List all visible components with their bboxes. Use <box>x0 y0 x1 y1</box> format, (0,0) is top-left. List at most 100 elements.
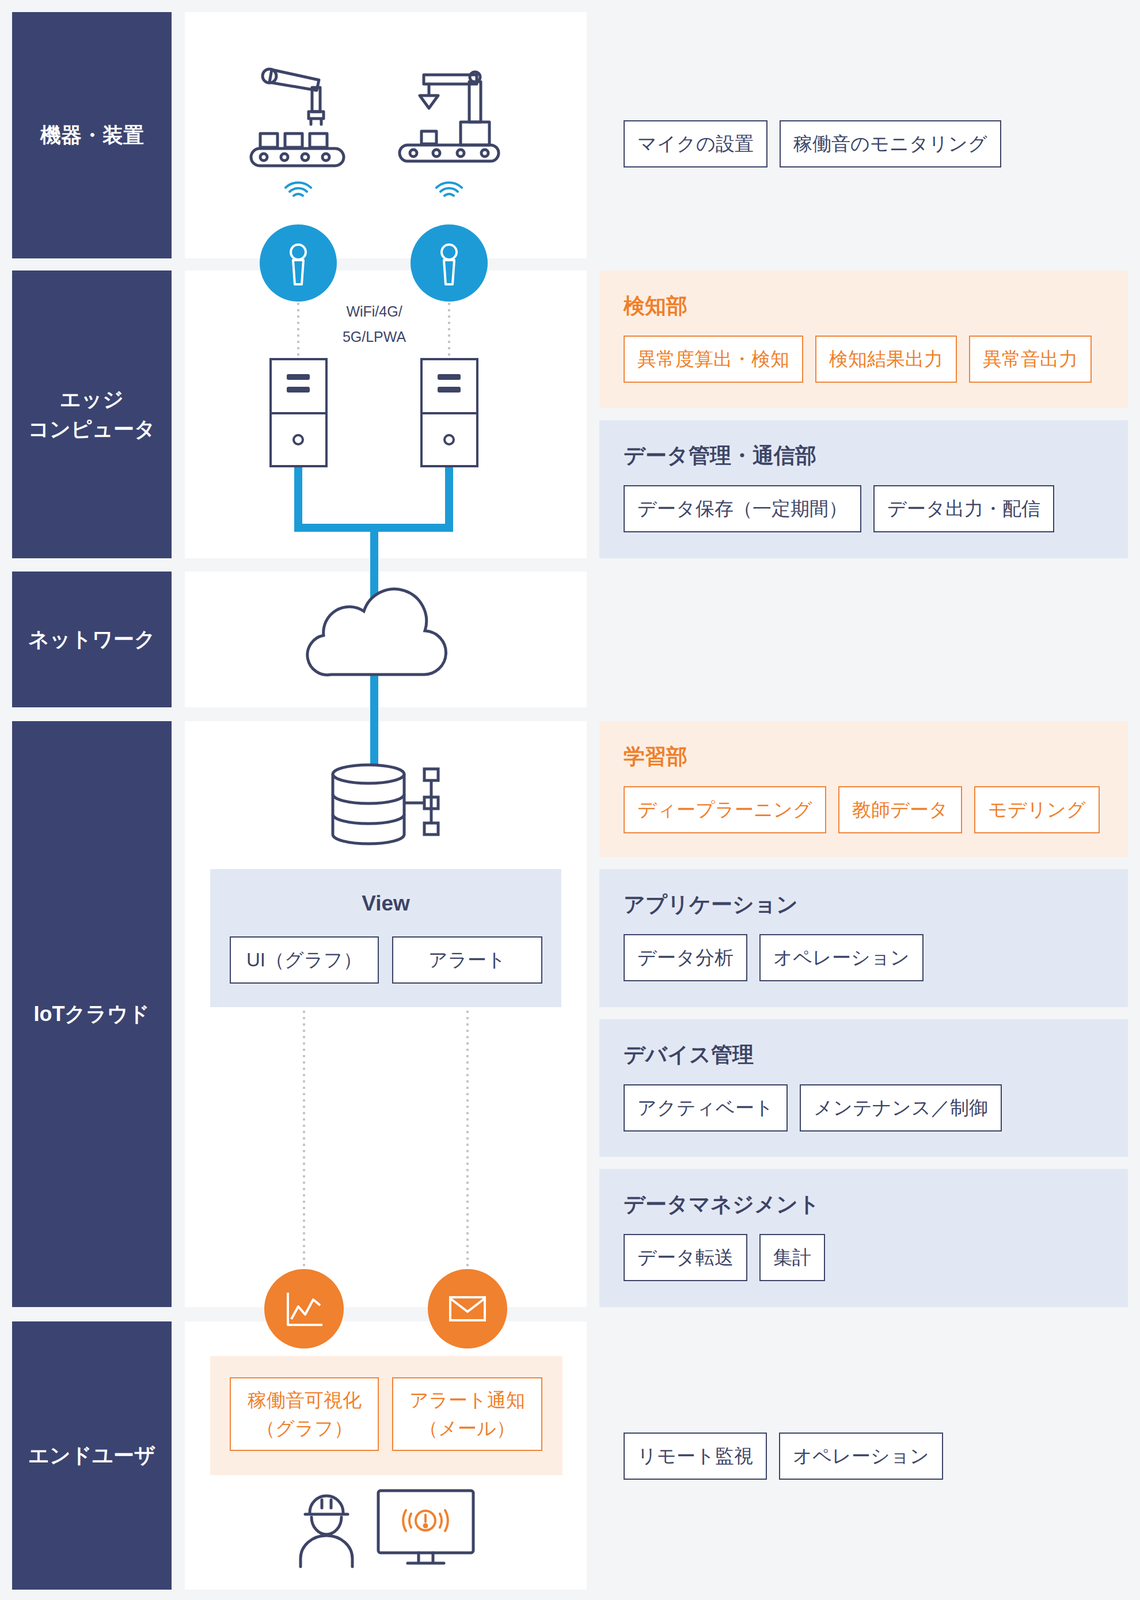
mail-circle <box>427 1269 508 1349</box>
group-heading: データマネジメント <box>623 1191 820 1219</box>
layer-panels <box>184 1321 587 1591</box>
edge-device <box>421 413 478 467</box>
layer-band: 機器・装置 <box>12 12 172 259</box>
layer-name: エッジ コンピュータ <box>25 384 159 445</box>
microphone-icon <box>410 224 488 302</box>
function-group: データマネジメントデータ転送集計 <box>599 1169 1128 1308</box>
chart-circle <box>287 1293 323 1326</box>
box-label: 稼働音可視化 （グラフ） <box>238 1386 370 1444</box>
alarm-icon <box>424 1525 428 1529</box>
box-label: データ出力・配信 <box>887 496 1041 523</box>
edge-device <box>444 435 454 445</box>
device-bars <box>286 386 310 393</box>
edge-device <box>293 435 303 445</box>
group-heading: アプリケーション <box>623 891 798 919</box>
function-box: データ保存（一定期間） <box>623 485 862 533</box>
layer-name: エンドユーザ <box>25 1441 159 1472</box>
box-label: データ分析 <box>637 945 734 972</box>
box-label: アラート通知 （メール） <box>401 1386 534 1444</box>
network-line <box>370 673 379 767</box>
robot-icon <box>312 87 321 112</box>
worker-icon <box>311 1517 342 1535</box>
function-group: アプリケーションデータ分析オペレーション <box>599 869 1128 1008</box>
function-box: ディープラーニング <box>623 786 827 834</box>
layer-band: ネットワーク <box>12 571 172 708</box>
mail-circle <box>450 1298 485 1313</box>
box-label: モデリング <box>988 797 1086 824</box>
function-box: オペレーション <box>779 1433 944 1481</box>
database-icon <box>424 797 439 809</box>
function-box: 異常音出力 <box>969 335 1092 383</box>
worker-icon <box>305 1496 348 1515</box>
alarm-icon <box>415 1511 436 1531</box>
device-bars <box>437 374 461 380</box>
box-label: 異常度算出・検知 <box>637 346 790 373</box>
box-label: 異常音出力 <box>982 346 1078 373</box>
function-box: UI（グラフ） <box>229 936 379 984</box>
robot-icon <box>460 122 490 146</box>
function-group: データ管理・通信部データ保存（一定期間）データ出力・配信 <box>599 420 1128 559</box>
group-heading: View <box>210 890 562 918</box>
function-box: 異常度算出・検知 <box>623 335 804 383</box>
layer-band: IoTクラウド <box>12 721 172 1308</box>
group-heading: 検知部 <box>623 292 688 321</box>
function-box: アクティベート <box>623 1084 788 1132</box>
chart-circle <box>264 1269 344 1349</box>
monitor-icon <box>378 1491 474 1554</box>
box-label: アラート <box>428 947 507 974</box>
layer-panels <box>184 12 587 1591</box>
network-line <box>298 465 450 528</box>
robot-icon <box>280 153 288 161</box>
robot-icon <box>399 71 499 162</box>
layer-band: エンドユーザ <box>12 1321 172 1591</box>
worker-icon <box>300 1496 353 1568</box>
function-group: 学習部ディープラーニング教師データモデリング <box>599 721 1128 858</box>
box-label: 集計 <box>773 1245 812 1272</box>
robot-icon <box>457 149 465 157</box>
monitor-icon <box>378 1491 474 1564</box>
function-box: データ出力・配信 <box>873 485 1055 533</box>
robot-icon <box>251 148 344 166</box>
edge-device <box>270 359 478 467</box>
box-label: アクティベート <box>637 1095 774 1122</box>
robot-icon <box>399 145 499 162</box>
output-box: アラート通知 （メール） <box>392 1377 543 1452</box>
robot-icon <box>421 131 437 144</box>
microphone-icon <box>290 244 306 260</box>
group-heading: 学習部 <box>623 743 688 771</box>
box-label: オペレーション <box>792 1444 930 1470</box>
robot-icon <box>309 133 328 148</box>
robot-icon <box>432 149 440 157</box>
layer-name: 機器・装置 <box>25 120 159 151</box>
box-label: データ保存（一定期間） <box>637 496 848 523</box>
function-box: リモート監視 <box>623 1433 767 1481</box>
device-bars <box>286 374 461 393</box>
database-icon <box>424 769 439 781</box>
function-box: メンテナンス／制御 <box>799 1084 1002 1132</box>
robot-icon <box>322 153 330 161</box>
layer-panels <box>184 12 587 259</box>
database-icon <box>332 765 405 784</box>
function-box: 教師データ <box>838 786 963 834</box>
monitor-icon <box>407 1553 444 1564</box>
view-panel: ViewUI（グラフ） アラート <box>210 869 562 1008</box>
microphone-icon <box>290 244 457 285</box>
alarm-icon <box>403 1510 448 1532</box>
database-icon <box>332 794 405 824</box>
database-icon <box>332 765 439 845</box>
function-group: デバイス管理アクティベートメンテナンス／制御 <box>599 1019 1128 1158</box>
database-icon <box>332 774 405 845</box>
microphone-icon <box>443 260 455 285</box>
microphone-icon <box>441 244 457 260</box>
edge-device <box>421 359 478 414</box>
alarm-icon <box>403 1510 448 1532</box>
database-icon <box>404 780 432 824</box>
robot-icon <box>419 84 439 109</box>
chart-circle <box>264 1269 344 1349</box>
robot-icon <box>285 133 303 148</box>
network-line <box>298 465 450 767</box>
alarm-icon <box>424 1515 427 1523</box>
layer-name: ネットワーク <box>25 624 159 655</box>
robot-icon <box>260 133 278 148</box>
